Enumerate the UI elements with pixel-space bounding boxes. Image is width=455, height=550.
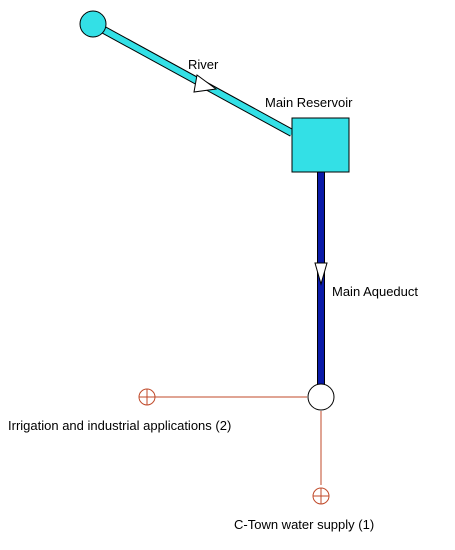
main-aqueduct-label: Main Aqueduct bbox=[332, 284, 418, 299]
main-reservoir-label: Main Reservoir bbox=[265, 95, 353, 110]
aqueduct-flow-arrow-icon bbox=[314, 262, 328, 286]
river-link bbox=[91, 20, 294, 137]
river-label: River bbox=[188, 57, 219, 72]
irrigation-demand-node[interactable] bbox=[138, 388, 156, 406]
river-source-node[interactable] bbox=[79, 10, 107, 38]
junction-node[interactable] bbox=[307, 383, 335, 411]
ctown-demand-node[interactable] bbox=[312, 487, 330, 505]
irrigation-label: Irrigation and industrial applications (… bbox=[8, 418, 231, 433]
main-reservoir-node[interactable] bbox=[291, 117, 350, 173]
ctown-label: C-Town water supply (1) bbox=[234, 517, 374, 532]
river-flow-arrow-icon bbox=[193, 74, 218, 93]
